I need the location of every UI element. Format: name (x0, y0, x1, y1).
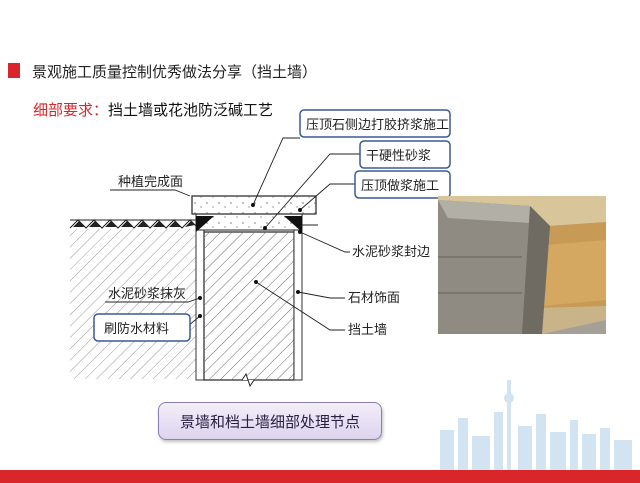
callout-coping-construction: 压顶做浆施工 (361, 179, 439, 194)
retaining-wall-photo (438, 196, 606, 334)
leader-dots (198, 203, 302, 318)
label-mortar-plaster: 水泥砂浆抹灰 (108, 287, 186, 302)
label-retaining-wall: 挡土墙 (348, 323, 387, 338)
label-stone-finish: 石材饰面 (348, 291, 400, 306)
ground-soil (69, 219, 318, 379)
page-title: 景观施工质量控制优秀做法分享（挡土墙） (32, 63, 318, 81)
break-line-symbol (236, 372, 262, 388)
detail-requirement-label: 细部要求： (33, 101, 109, 119)
mortar-edge-seal-right (284, 216, 302, 232)
detail-requirement-text: 挡土墙或花池防泛碱工艺 (108, 101, 274, 119)
detail-requirement: 细部要求：挡土墙或花池防泛碱工艺 (33, 99, 273, 120)
label-mortar-edge-seal: 水泥砂浆封边 (352, 245, 430, 260)
callout-coping-edge-glue: 压顶石侧边打胶挤浆施工 (306, 117, 449, 133)
diagram-caption: 景墙和档土墙细部处理节点 (158, 402, 382, 440)
label-planting-surface: 种植完成面 (118, 175, 183, 190)
title-accent-bar (8, 63, 20, 78)
callout-box-waterproof (93, 313, 191, 342)
leader-lines (105, 137, 360, 331)
callout-dry-mortar: 干硬性砂浆 (366, 149, 431, 164)
callout-waterproof-coating: 刷防水材料 (104, 321, 169, 337)
mortar-edge-seal-left (196, 216, 214, 232)
callout-box-coping-edge-glue (299, 109, 451, 138)
callout-box-coping-construction (354, 170, 451, 199)
callout-box-dry-mortar (359, 140, 451, 169)
bottom-accent-bar (0, 470, 640, 483)
